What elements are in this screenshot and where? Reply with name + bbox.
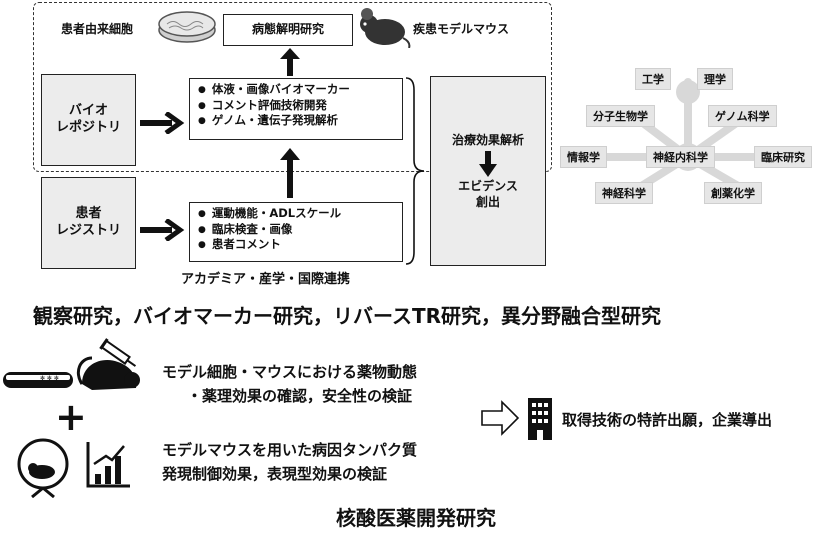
bottom-line-3: モデルマウスを用いた病因タンパク質: [162, 441, 418, 459]
network-node-engineering: 工学: [635, 68, 671, 90]
patient-cells-label: 患者由来細胞: [61, 22, 134, 36]
up-arrow-top: [280, 48, 300, 76]
biomarker-item-3: ゲノム・遺伝子発現解析: [198, 113, 394, 129]
curly-brace: [405, 77, 425, 265]
bio-repository-label: バイオ レポジトリ: [55, 103, 121, 135]
network-node-neurology: 神経内科学: [646, 146, 715, 168]
bar-chart-icon: [86, 442, 130, 488]
registry-items-box: 運動機能・ADLスケール 臨床検査・画像 患者コメント: [189, 202, 403, 262]
collaboration-label: アカデミア・産学・国際連携: [181, 272, 351, 287]
network-node-informatics: 情報学: [560, 146, 607, 168]
treatment-analysis-label: 治療効果解析: [451, 133, 524, 147]
outcome-label: 取得技術の特許出願，企業導出: [562, 411, 773, 429]
up-arrow-middle: [280, 148, 300, 198]
network-node-science: 理学: [697, 68, 733, 90]
treatment-analysis-box: 治療効果解析 エビデンス 創出: [430, 76, 546, 266]
patient-registry-label: 患者 レジストリ: [55, 206, 121, 238]
right-arrow-1: [140, 112, 185, 134]
svg-text:✻ ✻ ✻: ✻ ✻ ✻: [40, 375, 59, 382]
network-node-neuroscience: 神経科学: [595, 182, 653, 204]
biomarker-item-2: コメント評価技術開発: [198, 98, 394, 114]
bottom-line-4: 発現制御効果，表現型効果の検証: [162, 465, 388, 483]
injected-mouse-icon: [76, 338, 140, 390]
pathology-research-label: 病態解明研究: [251, 22, 324, 37]
network-node-genome-science: ゲノム科学: [708, 105, 777, 127]
right-arrow-2: [140, 219, 185, 241]
patient-registry-box: 患者 レジストリ: [41, 177, 136, 269]
registry-item-1: 運動機能・ADLスケール: [198, 206, 394, 222]
evidence-label: エビデンス 創出: [458, 179, 518, 209]
hollow-right-arrow: [481, 400, 520, 436]
bottom-line-2: ・薬理効果の確認，安全性の検証: [187, 387, 413, 405]
biomarker-item-1: 体液・画像バイオマーカー: [198, 82, 394, 98]
registry-item-3: 患者コメント: [198, 237, 394, 253]
network-node-drug-chemistry: 創薬化学: [704, 182, 762, 204]
bottom-line-1: モデル細胞・マウスにおける薬物動態: [162, 363, 418, 381]
pathology-research-box: 病態解明研究: [223, 14, 353, 46]
model-mouse-label: 疾患モデルマウス: [413, 22, 510, 36]
culture-dish-icon: ✻ ✻ ✻: [3, 372, 73, 388]
hamster-wheel-icon: [17, 438, 69, 498]
building-icon: [528, 398, 552, 440]
plus-sign: +: [55, 395, 87, 439]
biomarker-box: 体液・画像バイオマーカー コメント評価技術開発 ゲノム・遺伝子発現解析: [189, 78, 403, 140]
network-node-molecular-biology: 分子生物学: [586, 105, 655, 127]
network-node-clinical-research: 臨床研究: [754, 146, 812, 168]
registry-item-2: 臨床検査・画像: [198, 222, 394, 238]
section1-title: 観察研究，バイオマーカー研究，リバースTR研究，異分野融合型研究: [33, 304, 662, 328]
bottom-title: 核酸医薬開発研究: [336, 506, 496, 530]
bio-repository-box: バイオ レポジトリ: [41, 74, 136, 166]
petri-dish-icon: [157, 6, 217, 50]
mouse-icon: [355, 4, 411, 52]
down-arrow: [479, 151, 497, 177]
